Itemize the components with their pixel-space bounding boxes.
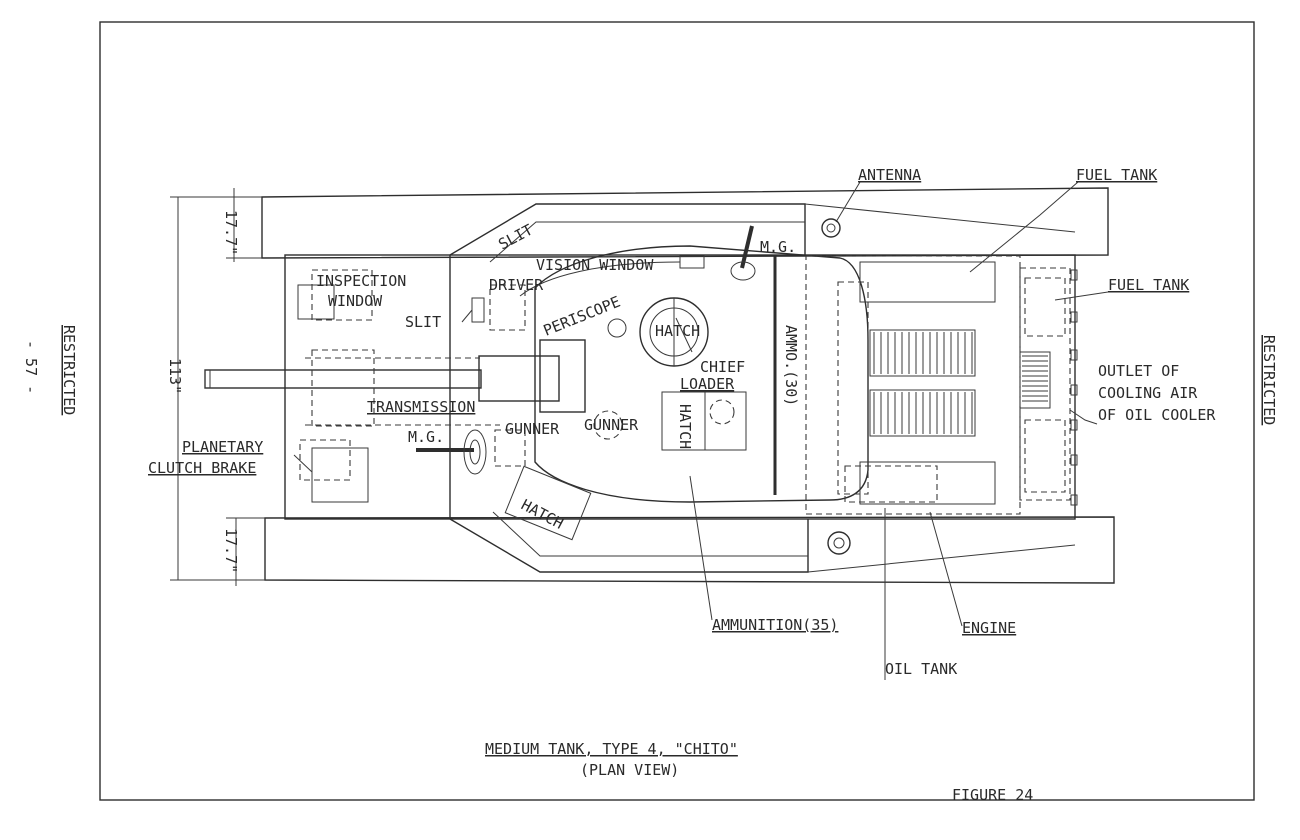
label-inspection-1: INSPECTION <box>316 272 406 290</box>
antenna-socket-top <box>821 218 841 238</box>
inspection-window <box>297 284 335 320</box>
margin-restricted-left: RESTRICTED <box>60 325 78 415</box>
turret-outline <box>534 245 869 503</box>
engine-grille <box>869 329 976 437</box>
margin-page-number: - 57 - <box>22 340 40 394</box>
caption-subtitle: (PLAN VIEW) <box>580 761 679 779</box>
label-inspection-2: WINDOW <box>328 292 383 310</box>
label-transmission: TRANSMISSION <box>367 398 475 416</box>
lower-track-fender <box>264 516 1115 584</box>
label-outlet-2: COOLING AIR <box>1098 384 1198 402</box>
loader-hatch <box>661 391 747 451</box>
superstructure-outline <box>449 203 806 256</box>
gun-breech <box>539 339 586 413</box>
label-ammunition: AMMUNITION(35) <box>712 616 838 634</box>
turret-mg <box>740 225 754 269</box>
lower-hatch <box>504 465 592 541</box>
label-antenna: ANTENNA <box>858 166 921 184</box>
label-outlet-3: OF OIL COOLER <box>1098 406 1216 424</box>
label-engine: ENGINE <box>962 619 1016 637</box>
label-fuel-tank-right: FUEL TANK <box>1108 276 1189 294</box>
page-frame <box>99 21 1255 801</box>
oil-cooler-slats <box>1022 355 1048 402</box>
label-loader: LOADER <box>680 375 735 393</box>
dimension-lines <box>170 188 265 586</box>
periscope <box>607 318 627 338</box>
oil-cooler <box>1019 351 1051 409</box>
label-ammo-30: AMMO.(30) <box>782 325 800 406</box>
antenna-socket-bottom <box>827 531 851 555</box>
leader-lines <box>293 181 1109 680</box>
label-chief: CHIEF <box>700 358 745 376</box>
caption-title: MEDIUM TANK, TYPE 4, "CHITO" <box>485 740 738 758</box>
label-slit-top: SLIT <box>495 221 535 254</box>
gun-mantlet <box>478 355 560 402</box>
label-oil-tank: OIL TANK <box>885 660 957 678</box>
superstructure-outline-lower <box>449 518 809 573</box>
label-driver: DRIVER <box>489 276 544 294</box>
slit-left-box <box>471 297 485 323</box>
label-mg-left: M.G. <box>408 428 444 446</box>
upper-track-fender <box>261 187 1109 259</box>
margin-restricted-right: RESTRICTED <box>1260 335 1278 425</box>
label-hatch-side: HATCH <box>676 404 694 449</box>
label-planetary-2: CLUTCH BRAKE <box>148 459 256 477</box>
engine-grille-slats <box>873 332 973 434</box>
label-periscope: PERISCOPE <box>541 293 623 340</box>
hull-body <box>284 254 1076 520</box>
label-gunner-1: GUNNER <box>505 420 560 438</box>
label-vision-window: VISION WINDOW <box>536 256 654 274</box>
main-gun-barrel <box>204 369 482 389</box>
dim-bottom: 17.7" <box>222 528 240 573</box>
label-mg-top: M.G. <box>760 238 796 256</box>
label-planetary-1: PLANETARY <box>182 438 263 456</box>
label-hatch-turret: HATCH <box>655 322 700 340</box>
vision-window-slot <box>679 255 705 269</box>
label-gunner-2: GUNNER <box>584 416 639 434</box>
label-slit-left: SLIT <box>405 313 441 331</box>
label-fuel-tank-top: FUEL TANK <box>1076 166 1157 184</box>
dim-top: 17.7" <box>222 210 240 255</box>
caption-figure: FIGURE 24 <box>952 786 1033 804</box>
clutch-brake-housing <box>311 447 369 503</box>
dim-overall: 113" <box>166 358 184 394</box>
label-outlet-1: OUTLET OF <box>1098 362 1179 380</box>
rear-fasteners <box>1070 269 1078 506</box>
